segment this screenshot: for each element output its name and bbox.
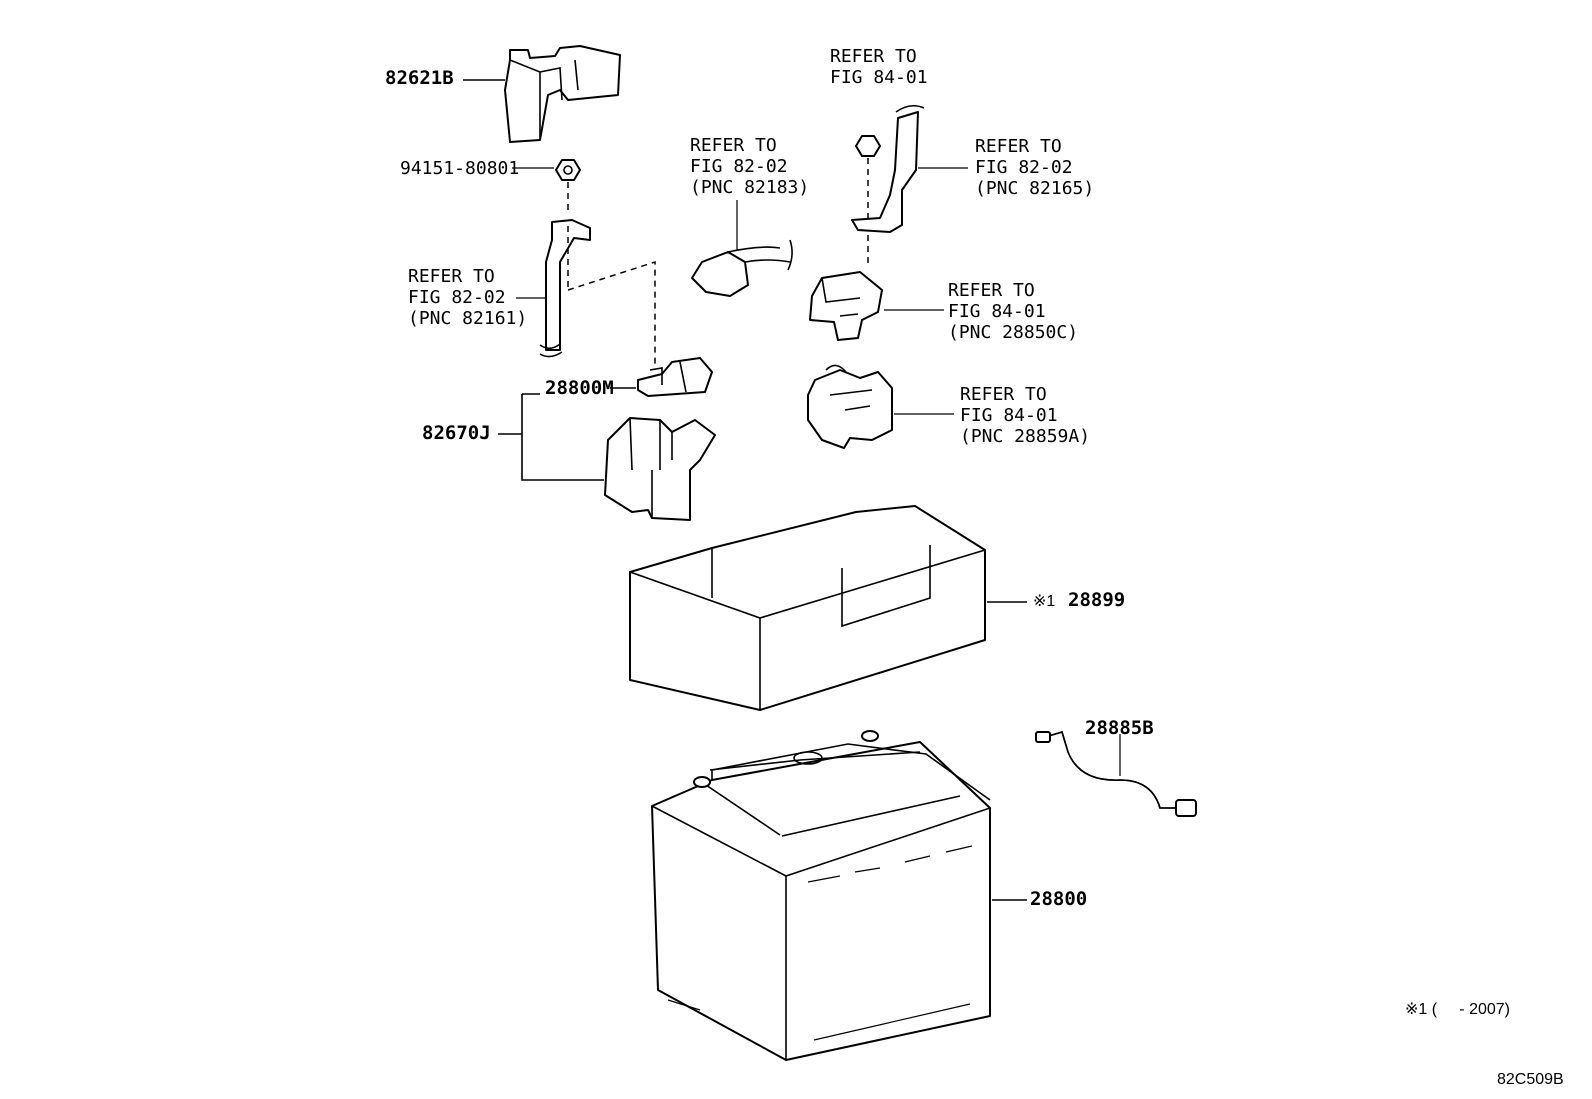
sensor-28850c — [809, 271, 883, 341]
ref-82161-line1: REFER TO — [408, 266, 495, 287]
ref-28850c: REFER TO FIG 84-01 (PNC 28850C) — [948, 280, 1078, 343]
label-28899: 28899 — [1068, 589, 1126, 611]
figure-code: 82C509B — [1497, 1071, 1564, 1088]
ref-28859a-line1: REFER TO — [960, 384, 1047, 405]
cable-82183 — [691, 239, 793, 297]
label-28800m: 28800M — [545, 377, 614, 399]
clamp-28800m — [637, 357, 713, 397]
cable-82161 — [539, 219, 591, 358]
ref-28859a: REFER TO FIG 84-01 (PNC 28859A) — [960, 384, 1090, 447]
ref-82165-line2: FIG 82-02 — [975, 157, 1073, 178]
ref-28850c-line3: (PNC 28850C) — [948, 322, 1079, 343]
ref-28850c-line2: FIG 84-01 — [948, 301, 1046, 322]
ref-84-01-nut-line2: FIG 84-01 — [830, 67, 928, 88]
label-28885b: 28885B — [1085, 717, 1154, 739]
ref-82183-line1: REFER TO — [690, 135, 777, 156]
ref-82161: REFER TO FIG 82-02 (PNC 82161) — [408, 266, 527, 329]
label-28899-mark: ※1 — [1033, 593, 1056, 610]
nut-ref-84-01 — [855, 135, 881, 157]
terminal-cover-82621b — [504, 45, 621, 143]
terminal-cover-82670j — [604, 417, 716, 521]
bracket-82670j — [498, 393, 604, 481]
label-28800: 28800 — [1030, 888, 1088, 910]
ref-82165-line3: (PNC 82165) — [975, 178, 1095, 199]
ref-82165-line1: REFER TO — [975, 136, 1062, 157]
battery-28800 — [651, 730, 991, 1061]
ref-28850c-line1: REFER TO — [948, 280, 1035, 301]
ref-82161-line2: FIG 82-02 — [408, 287, 506, 308]
nut-94151 — [555, 159, 581, 181]
ref-82183-line2: FIG 82-02 — [690, 156, 788, 177]
dash-terminal-clamp — [567, 226, 656, 370]
ref-82165: REFER TO FIG 82-02 (PNC 82165) — [975, 136, 1094, 199]
label-82621b: 82621B — [385, 67, 454, 89]
ref-82161-line3: (PNC 82161) — [408, 308, 528, 329]
footnote: ※1 ( - 2007) — [1405, 1001, 1510, 1018]
ref-82183: REFER TO FIG 82-02 (PNC 82183) — [690, 135, 809, 198]
ref-28859a-line2: FIG 84-01 — [960, 405, 1058, 426]
bracket-28859a — [807, 364, 893, 449]
label-82670j: 82670J — [422, 422, 491, 444]
battery-cover-28899 — [629, 505, 986, 711]
ref-28859a-line3: (PNC 28859A) — [960, 426, 1091, 447]
sensor-lead-28885b — [1035, 731, 1197, 817]
label-94151-80801: 94151-80801 — [400, 158, 520, 179]
ref-84-01-nut-line1: REFER TO — [830, 46, 917, 67]
ref-82183-line3: (PNC 82183) — [690, 177, 810, 198]
cable-82165 — [851, 104, 925, 233]
ref-84-01-nut: REFER TO FIG 84-01 — [830, 46, 928, 88]
